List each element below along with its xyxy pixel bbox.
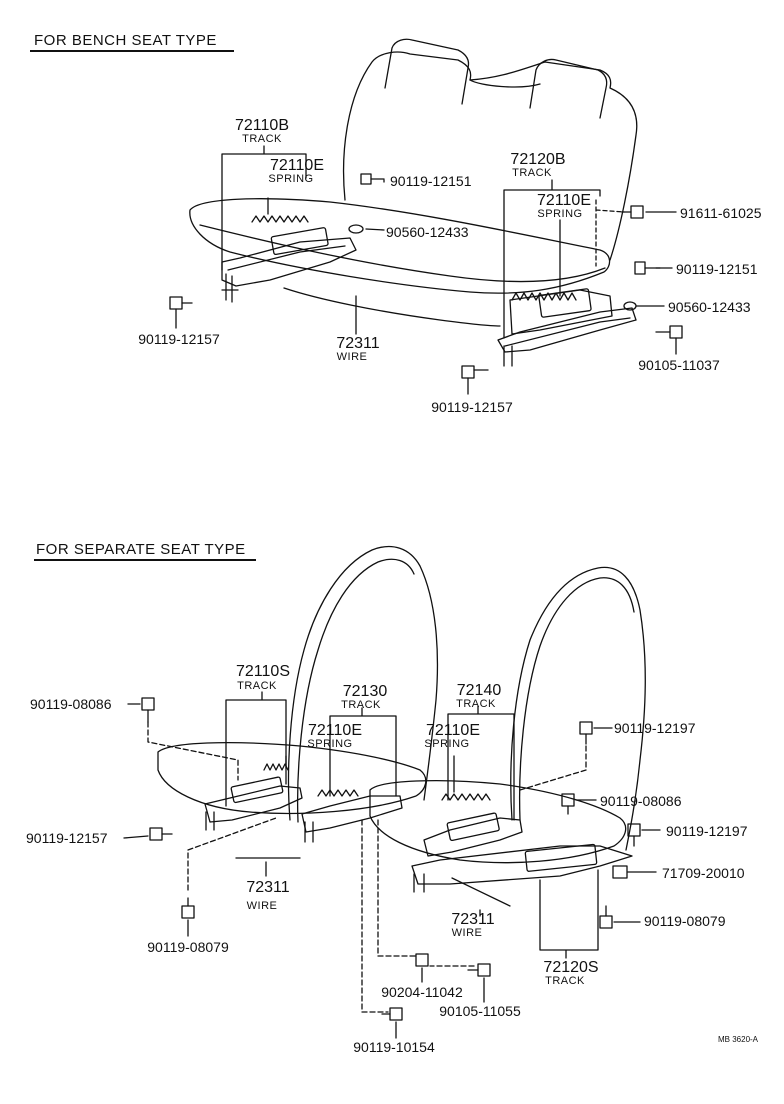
separate-bolt-left-low-label: 90119-08079 — [147, 939, 229, 955]
separate-wire-right-number: 72311 — [451, 911, 495, 928]
separate-track-left-bracket — [225, 691, 287, 807]
bench-clip-mid-label: 90560-12433 — [386, 224, 469, 240]
bench-heading-underline — [30, 50, 234, 52]
separate-heading-underline — [34, 559, 256, 561]
bench-wire-name: WIRE — [336, 351, 368, 363]
bench-wire — [283, 287, 501, 327]
separate-track-left-name: TRACK — [237, 680, 277, 692]
bench-bolt-far-right — [621, 205, 644, 219]
separate-bolt-bottom-low — [381, 1007, 403, 1021]
separate-track-right-bracket — [447, 705, 515, 821]
separate-track-right — [423, 817, 523, 857]
separate-bolt-left-low — [181, 897, 195, 919]
bench-bolt-bottom-label: 90119-12157 — [431, 399, 513, 415]
bench-bolt-bottom — [461, 365, 489, 379]
bench-clip-right-label: 90560-12433 — [668, 299, 751, 315]
separate-track-bottom — [411, 845, 633, 885]
separate-bolt-bottom-label: 90105-11055 — [439, 1003, 521, 1019]
separate-bolt-mid-right-label: 90119-08086 — [600, 793, 682, 809]
separate-track-bottom-name: TRACK — [545, 975, 585, 987]
separate-wire-right — [451, 877, 511, 907]
separate-track-mid — [301, 795, 403, 833]
separate-spring-right-number: 72110E — [426, 722, 480, 739]
bench-bolt-right-label: 90119-12151 — [676, 261, 758, 277]
bench-bolt-left-low-label: 90119-12157 — [138, 331, 220, 347]
separate-right-seat-back — [510, 566, 646, 851]
separate-section-heading: FOR SEPARATE SEAT TYPE — [36, 541, 246, 558]
separate-left-seat-back — [287, 545, 439, 821]
bench-track-left-number: 72110B — [235, 117, 289, 134]
separate-bolt-left-label: 90119-12157 — [26, 830, 108, 846]
separate-bolt-top-right-label: 90119-12197 — [614, 720, 696, 736]
separate-seat-illustration — [123, 545, 661, 1039]
separate-track-mid-number: 72130 — [342, 683, 388, 700]
bench-clip-mid — [348, 224, 364, 234]
bench-headrest-left — [384, 38, 470, 105]
separate-right-seat-cushion — [369, 780, 627, 864]
bench-spring-left-name: SPRING — [268, 173, 314, 185]
bench-track-right-bracket — [503, 179, 601, 339]
separate-bolt-right-low — [599, 905, 613, 929]
bench-headrest-right — [529, 58, 608, 119]
separate-track-left — [204, 785, 303, 823]
bench-bolt-right-low-label: 90105-11037 — [638, 357, 720, 373]
bench-bolt-left-low — [169, 296, 193, 310]
bench-seat-illustration — [169, 38, 683, 395]
bench-track-right — [497, 307, 637, 353]
bench-track-left — [221, 237, 357, 287]
separate-bolt-top-right — [579, 721, 593, 745]
separate-bolt-right — [627, 823, 641, 847]
separate-spring-mid — [317, 789, 359, 797]
separate-track-left-number: 72110S — [236, 663, 290, 680]
bench-spring-left — [251, 215, 309, 223]
separate-nut-right-label: 71709-20010 — [662, 865, 745, 881]
separate-nut-right — [612, 865, 628, 879]
bench-seat-back — [342, 51, 638, 261]
separate-wire-left-name: WIRE — [246, 900, 278, 912]
separate-bolt-mid-right — [561, 793, 575, 815]
separate-bolt-top-left-label: 90119-08086 — [30, 696, 112, 712]
bench-spring-left-number: 72110E — [270, 157, 324, 174]
separate-spring-right-name: SPRING — [424, 738, 470, 750]
separate-track-bottom-number: 72120S — [543, 959, 599, 976]
bench-bolt-top — [360, 173, 385, 185]
separate-bolt-right-label: 90119-12197 — [666, 823, 748, 839]
bench-spring-right-number: 72110E — [537, 192, 591, 209]
bench-wire-number: 72311 — [336, 335, 380, 352]
bench-track-right-number: 72120B — [510, 151, 566, 168]
separate-spring-right — [441, 793, 491, 801]
separate-spring-left — [263, 763, 289, 771]
separate-nut-bottom — [415, 953, 429, 967]
separate-track-bottom-bracket — [539, 869, 599, 959]
bench-section-heading: FOR BENCH SEAT TYPE — [34, 32, 217, 49]
separate-wire-right-name: WIRE — [451, 927, 483, 939]
separate-track-mid-name: TRACK — [341, 699, 381, 711]
separate-left-seat-cushion — [157, 741, 427, 815]
figure-code: MB 3620-A — [718, 1035, 759, 1044]
separate-bolt-bottom — [467, 963, 491, 977]
separate-bolt-bottom-low-label: 90119-10154 — [353, 1039, 435, 1055]
bench-track-right-name: TRACK — [512, 167, 552, 179]
bench-spring-right-name: SPRING — [537, 208, 583, 220]
bench-track-left-bracket — [221, 145, 307, 271]
bench-spring-right — [511, 292, 577, 301]
bench-bolt-far-right-label: 91611-61025 — [680, 205, 762, 221]
separate-track-right-number: 72140 — [456, 682, 502, 699]
bench-bolt-right-low — [655, 325, 683, 339]
separate-bolt-left — [149, 827, 173, 841]
separate-spring-left-name: SPRING — [307, 738, 353, 750]
separate-bolt-right-low-label: 90119-08079 — [644, 913, 726, 929]
separate-wire-left-number: 72311 — [246, 879, 290, 896]
separate-spring-left-number: 72110E — [308, 722, 362, 739]
bench-track-left-name: TRACK — [242, 133, 282, 145]
separate-bolt-top-left — [141, 697, 155, 723]
separate-track-right-name: TRACK — [456, 698, 496, 710]
separate-track-mid-bracket — [329, 707, 397, 797]
bench-bolt-top-label: 90119-12151 — [390, 173, 472, 189]
separate-nut-bottom-label: 90204-11042 — [381, 984, 463, 1000]
